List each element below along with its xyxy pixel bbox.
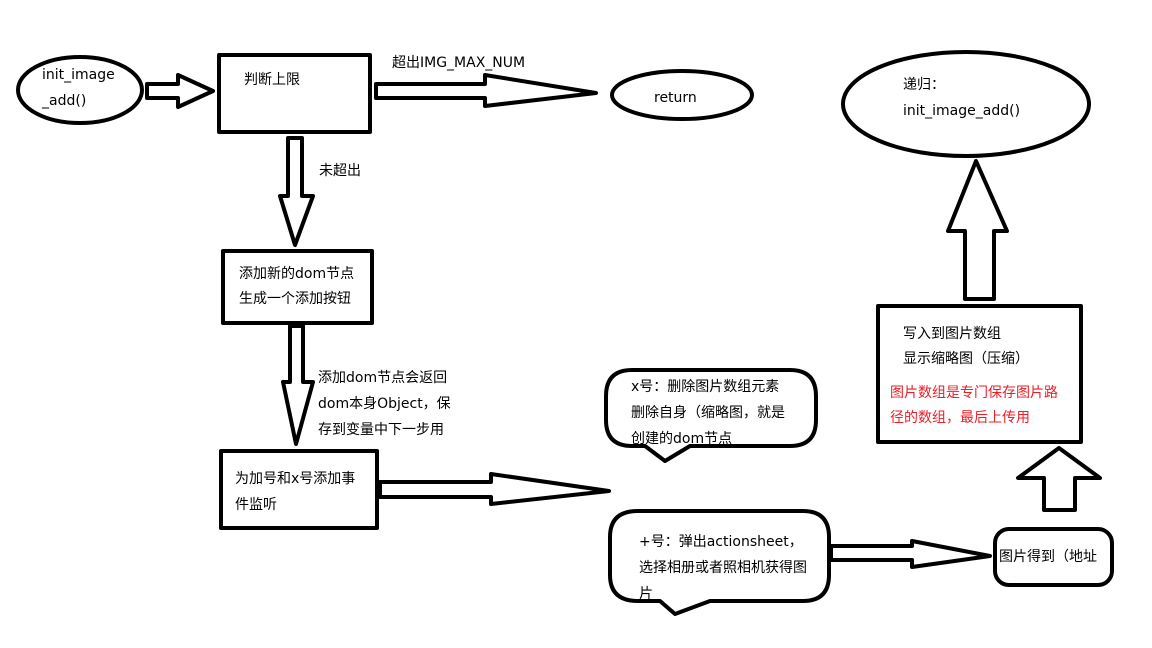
arrow-listeners-to-bubbles — [378, 472, 611, 506]
x-bubble-label-3: 创建的dom节点 — [631, 431, 733, 447]
add-dom-label-1: 添加新的dom节点 — [239, 266, 355, 282]
add-dom-box — [221, 249, 374, 325]
write-array-label-1: 写入到图片数组 — [903, 326, 1001, 342]
check-limit-label: 判断上限 — [244, 72, 300, 88]
recursion-label-2: init_image_add() — [903, 103, 1021, 119]
arrow-get-image-to-write-array — [1016, 446, 1102, 512]
recursion-node-shape — [841, 50, 1091, 158]
arrow-plus-to-get-image — [829, 539, 992, 569]
start-node-label-1: init_image — [42, 67, 115, 83]
start-node-shape — [16, 55, 144, 125]
plus-bubble-label-3: 片 — [639, 586, 653, 602]
edge-label-exceed: 超出IMG_MAX_NUM — [392, 55, 526, 71]
write-array-note-2: 径的数组，最后上传用 — [890, 410, 1030, 426]
write-array-label-2: 显示缩略图（压缩） — [903, 351, 1029, 367]
add-listeners-label-1: 为加号和x号添加事 — [235, 471, 356, 487]
x-bubble-label-2: 删除自身（缩略图，就是 — [631, 405, 785, 421]
plus-bubble-label-2: 选择相册或者照相机获得图 — [639, 560, 807, 576]
check-limit-box — [217, 53, 372, 134]
return-node-shape — [610, 69, 754, 121]
arrow-start-to-check — [145, 73, 215, 109]
recursion-label-1: 递归： — [903, 77, 945, 93]
start-node-label-2: _add() — [42, 93, 87, 109]
arrow-check-to-return — [374, 73, 598, 108]
plus-bubble-shape — [608, 509, 831, 616]
edge-label-not-exceed: 未超出 — [319, 163, 361, 179]
edge-label-returns-1: 添加dom节点会返回 — [318, 370, 448, 386]
x-bubble-label-1: x号：删除图片数组元素 — [631, 379, 780, 395]
arrow-check-to-add-dom — [278, 136, 315, 247]
add-listeners-box — [219, 449, 379, 530]
add-listeners-label-2: 件监听 — [235, 497, 277, 513]
arrow-write-array-to-recursion — [946, 159, 1009, 301]
plus-bubble-label-1: +号：弹出actionsheet， — [639, 534, 803, 550]
add-dom-label-2: 生成一个添加按钮 — [239, 291, 351, 307]
return-node-label: return — [654, 90, 697, 106]
write-array-box — [876, 304, 1083, 444]
get-image-box — [993, 527, 1114, 587]
edge-label-returns-2: dom本身Object，保 — [318, 396, 451, 412]
arrow-add-dom-to-listeners — [281, 324, 315, 446]
x-bubble-shape — [604, 368, 818, 463]
get-image-label: 图片得到（地址 — [999, 549, 1097, 565]
write-array-note-1: 图片数组是专门保存图片路 — [890, 385, 1058, 401]
edge-label-returns-3: 存到变量中下一步用 — [318, 422, 444, 438]
